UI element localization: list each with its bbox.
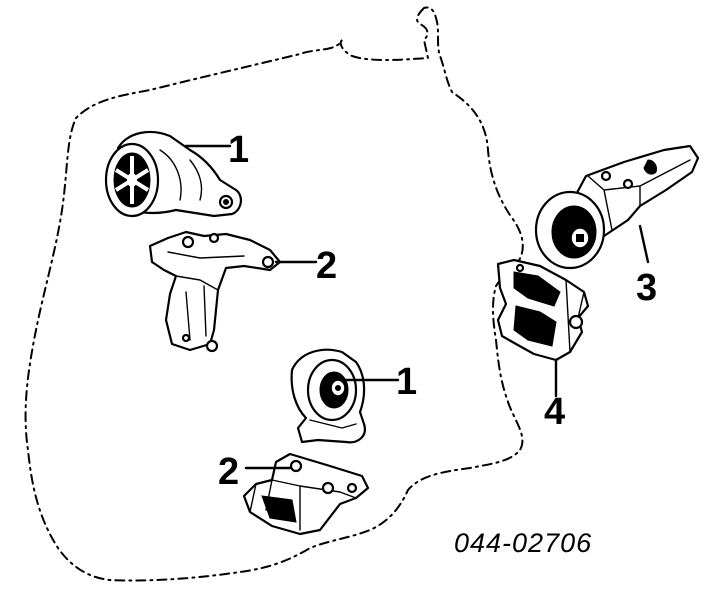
bracket-lower-center [242, 452, 370, 536]
callout-bracket-lower-center: 2 [218, 451, 239, 493]
rubber-bushing-icon [113, 152, 151, 208]
bracket-upper-left [148, 230, 282, 353]
part-number-label: 044-02706 [454, 528, 592, 558]
mount-upper-left [104, 130, 242, 218]
callout-mount-upper-left: 1 [228, 129, 249, 171]
bracket-right [496, 258, 590, 362]
callout-mount-lower-center: 1 [396, 361, 417, 403]
mount-bolt-icon [570, 227, 590, 249]
callout-mount-right: 3 [636, 267, 657, 309]
leader-line-3 [638, 224, 650, 264]
mount-lower-center [290, 348, 366, 444]
center-bolt-icon [330, 379, 346, 397]
callout-bracket-upper-left: 2 [316, 245, 337, 287]
engine-outline [24, 6, 524, 582]
mount-right [534, 144, 700, 270]
callout-bracket-right: 4 [544, 391, 565, 433]
